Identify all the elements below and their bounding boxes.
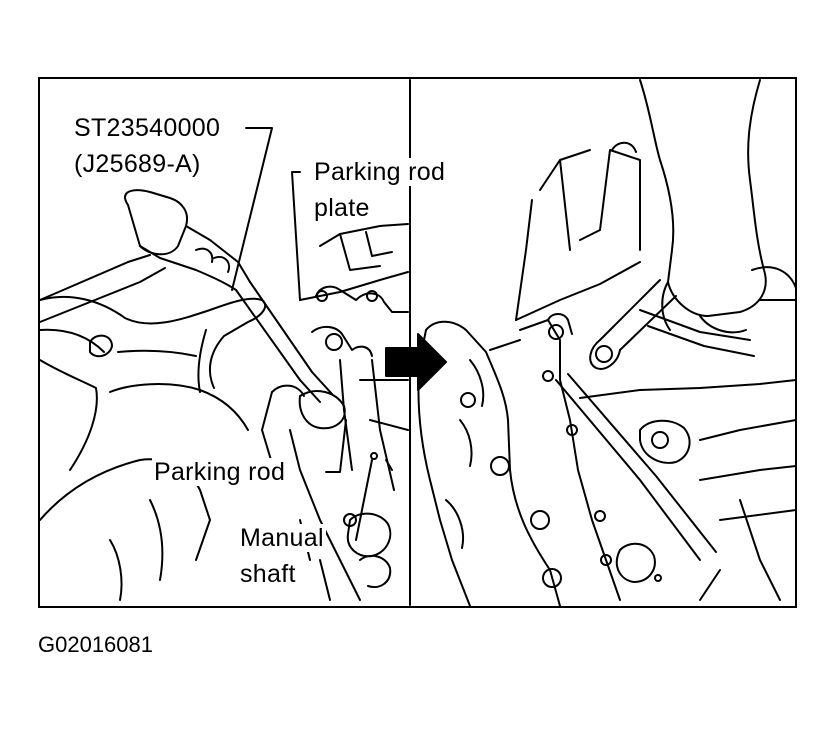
hammer	[39, 189, 251, 323]
figure-id: G02016081	[38, 632, 153, 657]
right-hand	[639, 79, 797, 334]
pliers	[589, 279, 755, 370]
housing-left	[261, 223, 409, 601]
leader-lines-left	[231, 127, 373, 541]
right-arrow	[385, 333, 447, 391]
tool-alt-number-label: (J25689-A)	[72, 150, 203, 178]
parking-rod-plate-label-line1: Parking rod	[312, 158, 448, 186]
pin-punch	[235, 281, 333, 403]
parking-rod-plate-label-line2: plate	[312, 194, 372, 222]
left-hand	[39, 295, 267, 601]
housing-right	[417, 141, 797, 607]
parking-rod-label: Parking rod	[152, 458, 288, 486]
manual-shaft-label-line1: Manual	[238, 524, 326, 552]
tool-number-label: ST23540000	[72, 114, 223, 142]
manual-shaft-label-line2: shaft	[238, 560, 298, 588]
